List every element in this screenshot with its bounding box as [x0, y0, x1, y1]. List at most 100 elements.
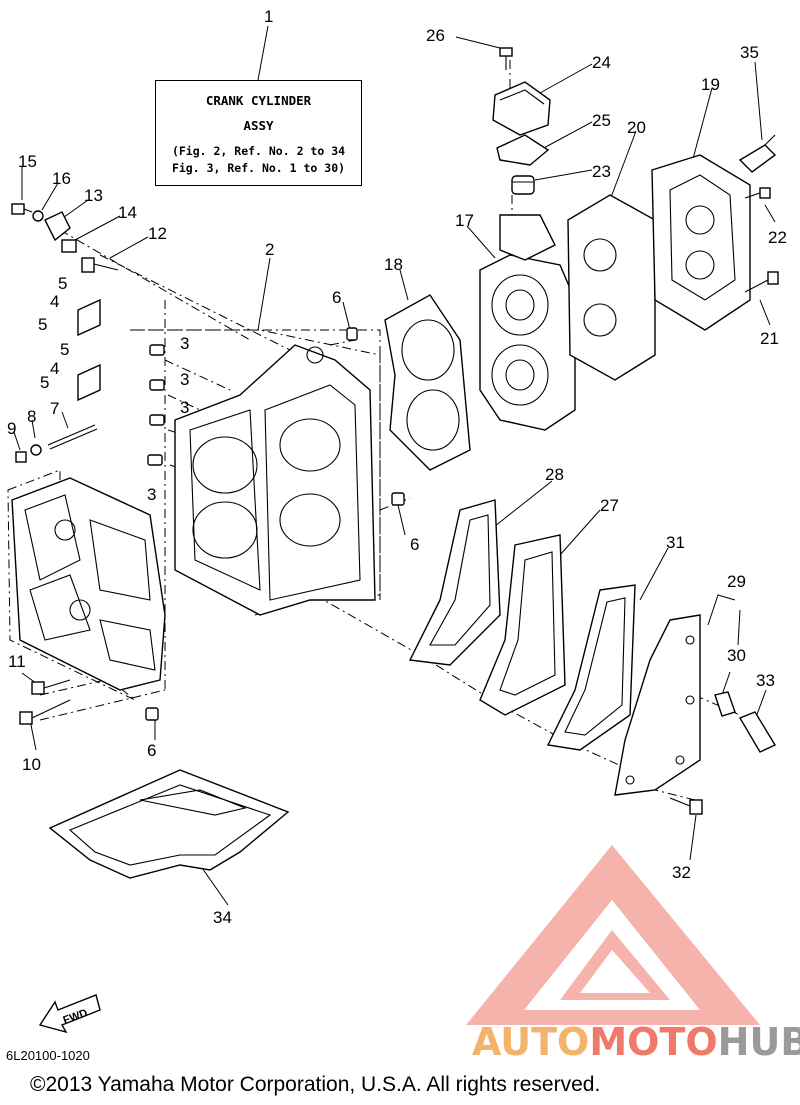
- oil-seal-3-a: [149, 344, 165, 356]
- bracket-13: [44, 211, 71, 242]
- callout-29: 29: [727, 572, 746, 591]
- nut-9: [15, 451, 27, 463]
- copyright-text: ©2013 Yamaha Motor Corporation, U.S.A. A…: [30, 1073, 601, 1096]
- callout-4-b: 4: [50, 359, 59, 378]
- callout-1: 1: [264, 7, 273, 26]
- bearing-4-upper: [77, 298, 101, 337]
- watermark-part2: MOTO: [589, 1020, 718, 1064]
- callout-30: 30: [727, 646, 746, 665]
- bolt-22: [744, 187, 771, 199]
- assembly-ref-line2: Fig. 3, Ref. No. 1 to 30): [171, 161, 346, 175]
- callout-5-d: 5: [40, 373, 49, 392]
- base-gasket-34: [48, 769, 290, 879]
- exhaust-gasket-20: [567, 194, 656, 381]
- callout-32: 32: [672, 863, 691, 882]
- callout-19: 19: [701, 75, 720, 94]
- callout-28: 28: [545, 465, 564, 484]
- callout-31: 31: [666, 533, 685, 552]
- bearing-4-lower: [77, 363, 101, 402]
- callout-2: 2: [265, 240, 274, 259]
- fitting-35: [738, 134, 777, 173]
- callout-10: 10: [22, 755, 41, 774]
- thermostat-cover-24: [492, 81, 551, 136]
- diagram-code: 6L20100-1020: [6, 1048, 90, 1063]
- callout-24: 24: [592, 53, 611, 72]
- callout-27: 27: [600, 496, 619, 515]
- callout-25: 25: [592, 111, 611, 130]
- dowel-pin-6-mid: [391, 492, 405, 506]
- plug-30: [714, 691, 736, 717]
- callout-5-a: 5: [58, 274, 67, 293]
- gasket-28: [408, 499, 501, 666]
- fwd-arrow-icon: FWD: [38, 994, 101, 1034]
- callout-5-c: 5: [60, 340, 69, 359]
- callout-8: 8: [27, 407, 36, 426]
- bolt-26: [499, 47, 513, 70]
- callout-34: 34: [213, 908, 232, 927]
- bolt-11: [31, 679, 71, 695]
- assembly-note-box: CRANK CYLINDER ASSY (Fig. 2, Ref. No. 2 …: [155, 80, 362, 186]
- callout-4-a: 4: [50, 292, 59, 311]
- callout-3-a: 3: [180, 334, 189, 353]
- bolt-12: [81, 257, 119, 273]
- callout-6-a: 6: [332, 288, 341, 307]
- crankcase-lower-half: [11, 477, 166, 691]
- watermark-part3: HUB: [717, 1020, 800, 1064]
- callout-11: 11: [8, 652, 26, 671]
- callout-35: 35: [740, 43, 759, 62]
- thermostat-23: [511, 175, 535, 195]
- callout-17: 17: [455, 211, 474, 230]
- oil-seal-3-b: [149, 379, 165, 391]
- exhaust-cover-19: [651, 154, 751, 331]
- callout-33: 33: [756, 671, 775, 690]
- callout-21: 21: [760, 329, 779, 348]
- oil-seal-3-c: [149, 414, 165, 426]
- callout-22: 22: [768, 228, 787, 247]
- callout-14: 14: [118, 203, 137, 222]
- assembly-title-line1: CRANK CYLINDER: [205, 93, 312, 108]
- bolt-10: [19, 699, 71, 725]
- callout-6-c: 6: [147, 741, 156, 760]
- callout-16: 16: [52, 169, 71, 188]
- cylinder-head-17: [479, 214, 576, 431]
- cover-gasket-25: [496, 134, 550, 166]
- leader-lines: [13, 25, 776, 906]
- watermark-part1: AUTO: [472, 1020, 590, 1064]
- bolt-15: [11, 203, 33, 215]
- washer-16: [32, 210, 44, 222]
- callout-3-d: 3: [147, 485, 156, 504]
- callout-9: 9: [7, 419, 16, 438]
- callout-18: 18: [384, 255, 403, 274]
- assembly-title-line2: ASSY: [243, 118, 274, 133]
- crankcase-main-2: [174, 344, 376, 616]
- bolt-21: [744, 271, 779, 293]
- dowel-pin-6-bottom: [145, 707, 159, 721]
- gasket-31: [546, 584, 636, 751]
- cover-29: [614, 614, 701, 796]
- callout-13: 13: [84, 186, 103, 205]
- watermark-text: AUTOMOTOHUB: [472, 1020, 800, 1064]
- stud-7: [47, 424, 98, 450]
- callout-3-b: 3: [180, 370, 189, 389]
- assembly-ref-line1: (Fig. 2, Ref. No. 2 to 34: [171, 144, 346, 158]
- oil-seal-3-d: [147, 454, 163, 466]
- fitting-14: [61, 239, 77, 253]
- callout-3-c: 3: [180, 398, 189, 417]
- callout-20: 20: [627, 118, 646, 137]
- watermark-logo: [466, 845, 760, 1025]
- callout-6-b: 6: [410, 535, 419, 554]
- callout-12: 12: [148, 224, 167, 243]
- head-gasket-18: [384, 294, 471, 471]
- callout-26: 26: [426, 26, 445, 45]
- washer-8: [30, 444, 42, 456]
- bolt-32: [669, 797, 703, 815]
- callout-5-b: 5: [38, 315, 47, 334]
- plug-33: [738, 711, 777, 753]
- inner-plate-27: [479, 534, 566, 716]
- dowel-pin-6-top: [346, 327, 358, 341]
- callout-15: 15: [18, 152, 37, 171]
- callout-23: 23: [592, 162, 611, 181]
- callout-numbers: 1 2 3 3 3 3 4 4 5 5 5 5 6 6 6 7 8 9 10 1…: [7, 7, 787, 927]
- callout-7: 7: [50, 399, 59, 418]
